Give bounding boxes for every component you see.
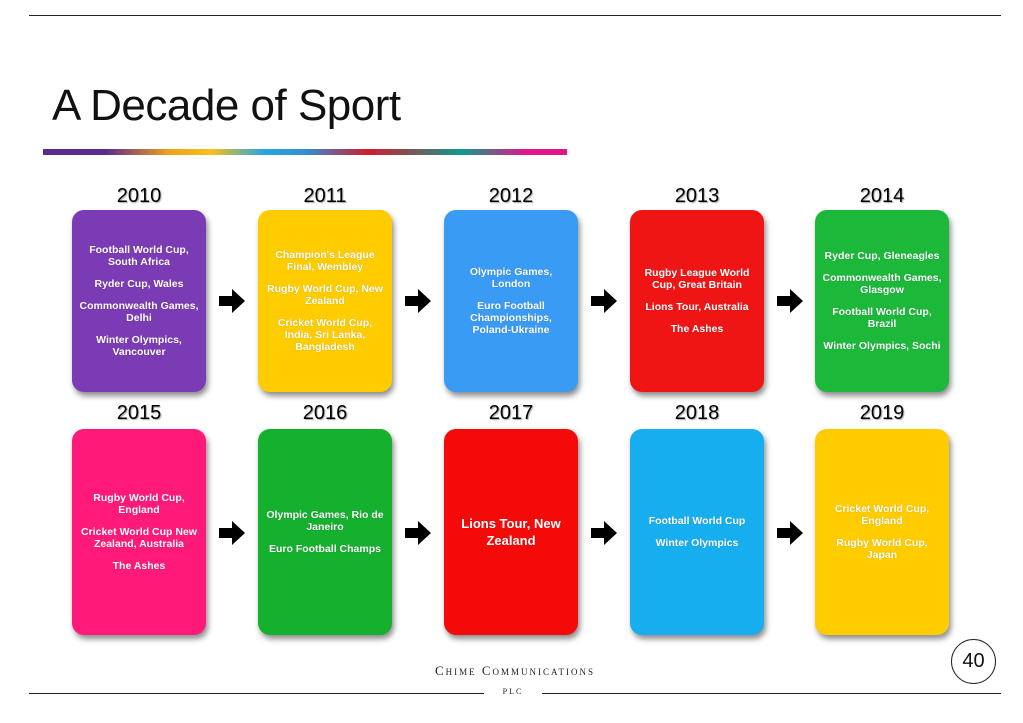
event-item: Rugby World Cup, Japan <box>836 537 928 561</box>
year-label-2018: 2018 <box>674 402 720 424</box>
title-accent-bar <box>43 149 567 155</box>
event-item: Commonwealth Games, Glasgow <box>822 272 942 296</box>
top-rule <box>29 15 1001 16</box>
bottom-rule-left <box>29 693 484 694</box>
event-item: Euro Football Champs <box>268 543 381 555</box>
event-item: Lions Tour, New Zealand <box>461 516 561 548</box>
event-item: Cricket World Cup, England <box>834 503 930 527</box>
event-item: Olympic Games, London <box>469 266 553 290</box>
right-arrow-icon <box>591 521 617 545</box>
year-label-2011: 2011 <box>303 185 347 207</box>
event-item: Champion's League Final, Wembley <box>275 249 375 273</box>
event-item: Winter Olympics, Sochi <box>823 340 941 352</box>
event-item: The Ashes <box>670 323 724 335</box>
year-card-2017: Lions Tour, New Zealand <box>444 429 578 635</box>
event-item: Ryder Cup, Wales <box>94 278 184 290</box>
right-arrow-icon <box>219 521 245 545</box>
right-arrow-icon <box>405 521 431 545</box>
year-label-2016: 2016 <box>302 402 348 424</box>
event-item: Ryder Cup, Gleneagles <box>824 250 940 262</box>
event-item: Rugby World Cup, England <box>93 492 185 516</box>
year-label-2015: 2015 <box>116 402 162 424</box>
event-item: Football World Cup, Brazil <box>832 306 932 330</box>
right-arrow-icon <box>405 289 431 313</box>
year-label-2014: 2014 <box>859 185 905 207</box>
right-arrow-icon <box>591 289 617 313</box>
page-number: 40 <box>951 639 996 684</box>
event-item: Euro Football Championships, Poland-Ukra… <box>470 300 552 336</box>
year-label-2019: 2019 <box>859 402 905 424</box>
bottom-rule-right <box>542 693 1001 694</box>
event-item: Winter Olympics, Vancouver <box>96 334 182 358</box>
event-item: Football World Cup, South Africa <box>89 244 189 268</box>
event-item: Winter Olympics <box>655 537 739 549</box>
company-suffix: PLC <box>502 687 524 696</box>
right-arrow-icon <box>219 289 245 313</box>
company-name: Chime Communications <box>434 663 596 678</box>
event-item: Cricket World Cup New Zealand, Australia <box>81 526 197 550</box>
event-item: Football World Cup <box>648 515 746 527</box>
year-label-2012: 2012 <box>488 185 534 207</box>
event-item: Cricket World Cup, India, Sri Lanka, Ban… <box>277 317 373 353</box>
event-item: Commonwealth Games, Delhi <box>79 300 199 324</box>
event-item: The Ashes <box>112 560 166 572</box>
year-label-2010: 2010 <box>116 185 162 207</box>
slide-title: A Decade of Sport <box>52 81 401 130</box>
right-arrow-icon <box>777 521 803 545</box>
event-item: Rugby World Cup, New Zealand <box>267 283 383 307</box>
right-arrow-icon <box>777 289 803 313</box>
year-label-2013: 2013 <box>674 185 720 207</box>
year-label-2017: 2017 <box>488 402 534 424</box>
event-item: Lions Tour, Australia <box>645 301 749 313</box>
event-item: Olympic Games, Rio de Janeiro <box>266 509 384 533</box>
event-item: Rugby League World Cup, Great Britain <box>644 267 750 291</box>
